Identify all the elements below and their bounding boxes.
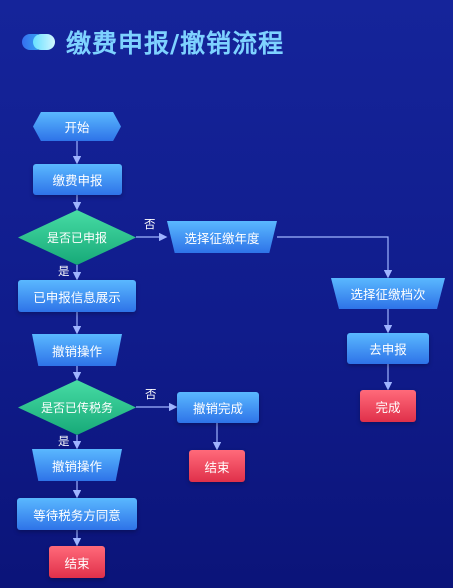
label-no-1: 否 [144, 217, 156, 231]
node-wait-tax-agree: 等待税务方同意 [17, 498, 137, 530]
node-start: 开始 [33, 112, 121, 141]
logo-icon [22, 31, 56, 53]
node-revoke-done: 撤销完成 [177, 392, 259, 423]
edge-year-to-grade [277, 236, 393, 279]
node-end-1: 结束 [49, 546, 105, 578]
node-go-declare: 去申报 [347, 333, 429, 364]
node-pay-declare: 缴费申报 [33, 164, 122, 195]
node-select-year: 选择征缴年度 [167, 221, 277, 253]
label-yes-2: 是 [58, 434, 70, 448]
node-revoke-operation-2: 撤销操作 [32, 449, 122, 481]
node-revoke-operation-1: 撤销操作 [32, 334, 122, 366]
label-no-2: 否 [145, 387, 157, 401]
node-show-declared-info: 已申报信息展示 [18, 280, 136, 312]
node-end-2: 结束 [189, 450, 245, 482]
label-yes-1: 是 [58, 264, 70, 278]
page-title: 缴费申报/撤销流程 [66, 29, 285, 58]
header: 缴费申报/撤销流程 [22, 24, 284, 60]
node-done: 完成 [360, 390, 416, 422]
node-select-grade: 选择征缴档次 [331, 278, 445, 309]
